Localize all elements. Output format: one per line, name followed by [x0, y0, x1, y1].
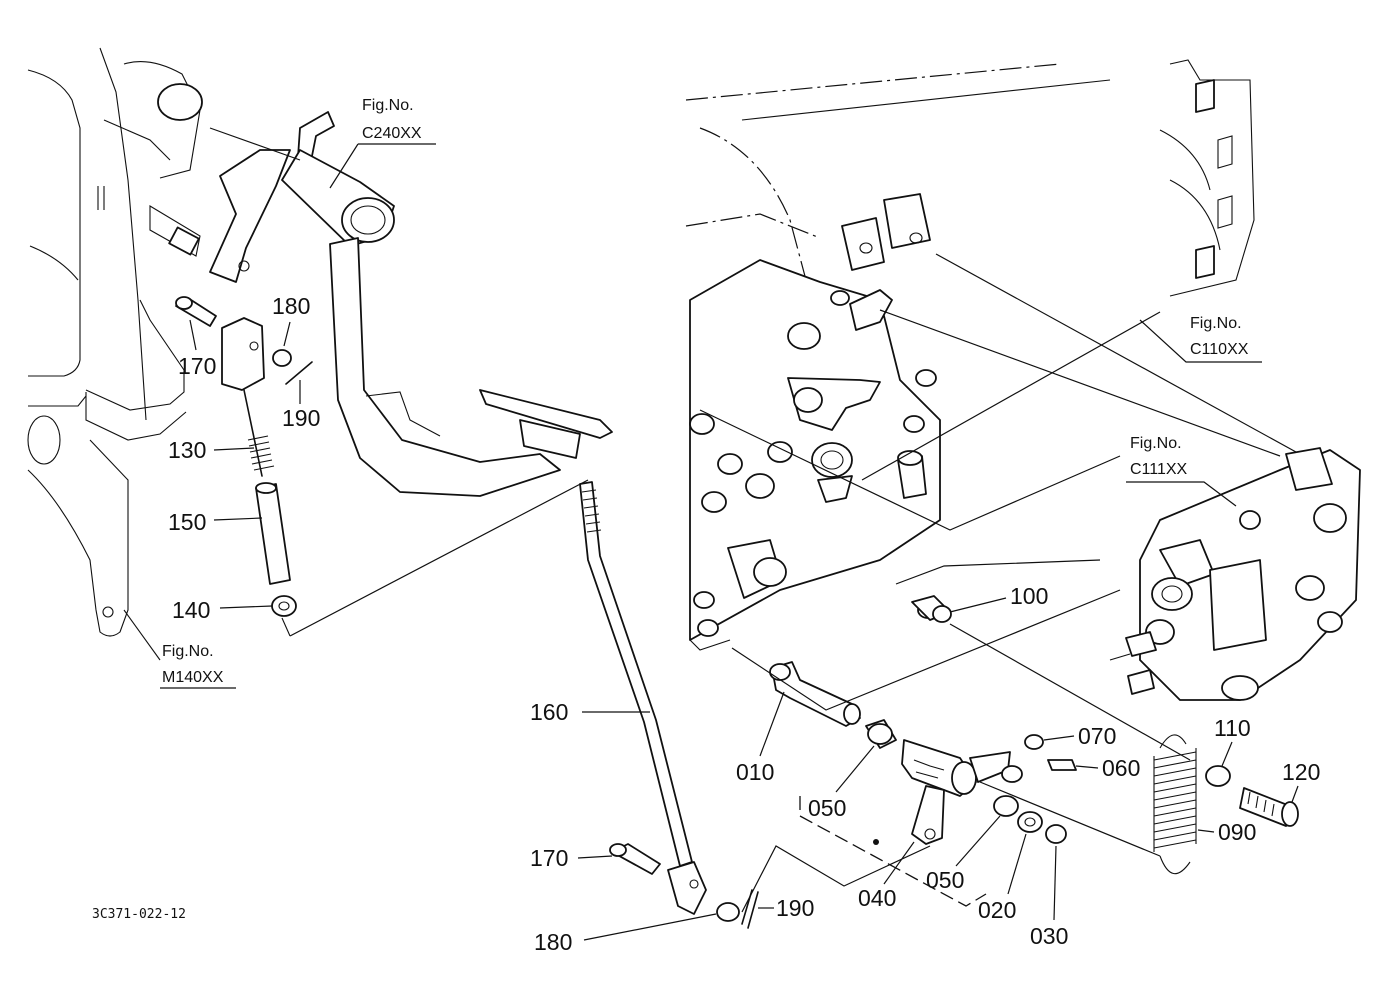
callout-140-label: 140: [172, 597, 210, 623]
callout-150[interactable]: 150: [168, 509, 263, 535]
fig-ref-c110[interactable]: Fig.No. C110XX: [1139, 315, 1262, 363]
fig-ref-c111-line1: Fig.No.: [1130, 435, 1182, 452]
callout-120[interactable]: 120: [1282, 759, 1320, 803]
callout-110-label: 110: [1214, 715, 1251, 741]
fig-ref-m140-line2: M140XX: [162, 669, 224, 686]
fig-ref-m140-line1: Fig.No.: [162, 643, 214, 660]
callout-190-bottom-label: 190: [776, 895, 814, 921]
callout-180-top-label: 180: [272, 293, 310, 319]
lower-linkage: [769, 595, 1299, 845]
rod-160: [579, 481, 759, 929]
callout-180-bottom[interactable]: 180: [534, 913, 717, 955]
callout-030[interactable]: 030: [1030, 845, 1068, 949]
callout-130-label: 130: [168, 437, 206, 463]
callout-170-bottom-label: 170: [530, 845, 568, 871]
callout-160[interactable]: 160: [530, 699, 650, 725]
callout-070-label: 070: [1078, 723, 1116, 749]
callout-020-label: 020: [978, 897, 1016, 923]
callout-030-label: 030: [1030, 923, 1068, 949]
callout-050-right-label: 050: [926, 867, 964, 893]
callout-040-label: 040: [858, 885, 896, 911]
callout-050-left[interactable]: 050: [808, 745, 875, 821]
callout-020[interactable]: 020: [978, 833, 1027, 923]
fig-ref-c111[interactable]: Fig.No. C111XX: [1126, 435, 1237, 507]
fig-ref-c110-line2: C110XX: [1190, 341, 1249, 358]
callout-050-right[interactable]: 050: [926, 815, 1001, 893]
callout-150-label: 150: [168, 509, 206, 535]
callout-160-label: 160: [530, 699, 568, 725]
callout-110[interactable]: 110: [1214, 715, 1251, 767]
callout-190-bottom[interactable]: 190: [758, 895, 814, 921]
callout-040[interactable]: 040: [858, 841, 915, 911]
callout-090[interactable]: 090: [1197, 819, 1256, 845]
callout-100-label: 100: [1010, 583, 1048, 609]
callout-050-left-label: 050: [808, 795, 846, 821]
pedal-arm: [209, 111, 613, 497]
reference-lines: [289, 253, 1297, 913]
callout-170-top[interactable]: 170: [178, 319, 216, 379]
upper-linkage: [175, 296, 313, 637]
callout-070[interactable]: 070: [1043, 723, 1116, 749]
callout-100[interactable]: 100: [949, 583, 1048, 613]
fig-ref-m140[interactable]: Fig.No. M140XX: [160, 643, 236, 689]
callout-170-bottom[interactable]: 170: [530, 845, 613, 871]
frame-bracket: [27, 47, 203, 661]
control-valve: [1109, 447, 1361, 701]
callout-190-top-label: 190: [282, 405, 320, 431]
fig-ref-c110-line1: Fig.No.: [1190, 315, 1242, 332]
transmission-housing: [685, 59, 1255, 297]
callout-130[interactable]: 130: [168, 437, 255, 463]
fig-ref-c240-line2: C240XX: [362, 125, 422, 142]
callout-140[interactable]: 140: [172, 597, 273, 623]
callout-180-bottom-label: 180: [534, 929, 572, 955]
fig-ref-c240[interactable]: Fig.No. C240XX: [329, 97, 436, 189]
callout-180-top[interactable]: 180: [272, 293, 310, 347]
callout-090-label: 090: [1218, 819, 1256, 845]
callout-170-top-label: 170: [178, 353, 216, 379]
drawing-code: 3C371-022-12: [92, 907, 186, 922]
spring-090: [1153, 734, 1197, 875]
fig-ref-c111-line2: C111XX: [1130, 461, 1188, 478]
callout-010-label: 010: [736, 759, 774, 785]
fig-ref-c240-line1: Fig.No.: [362, 97, 414, 114]
callout-120-label: 120: [1282, 759, 1320, 785]
hydraulic-block: [689, 193, 941, 651]
callout-190-top[interactable]: 190: [282, 380, 320, 431]
callout-010[interactable]: 010: [736, 691, 785, 785]
callout-060-label: 060: [1102, 755, 1140, 781]
callout-060[interactable]: 060: [1075, 755, 1140, 781]
